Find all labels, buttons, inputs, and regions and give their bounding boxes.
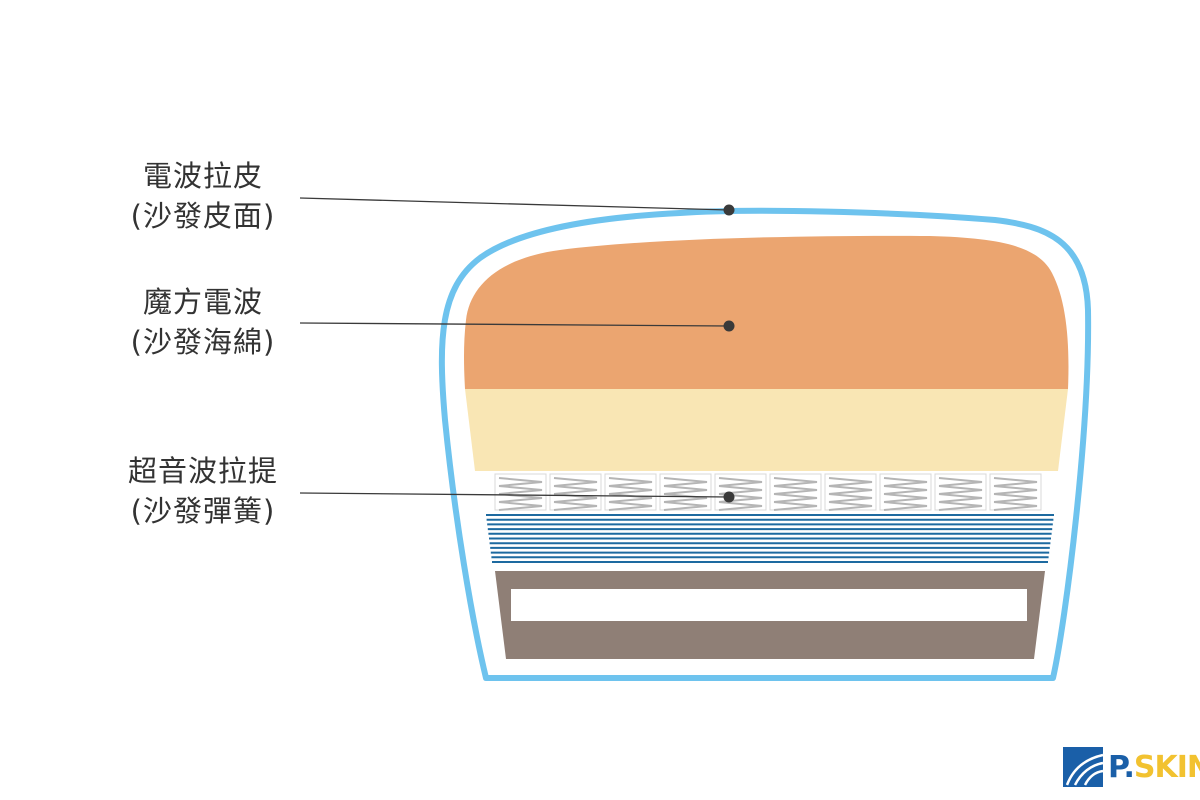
spring-zigzag — [883, 485, 928, 495]
label-foam-subtitle: (沙發海綿) — [130, 325, 276, 359]
spring-zigzag — [993, 477, 1038, 487]
spring-zigzag — [553, 477, 598, 487]
marker-dot-icon — [723, 204, 735, 216]
spring-cell — [989, 473, 1042, 511]
spring-zigzag — [828, 501, 873, 511]
spring-zigzag — [938, 501, 983, 511]
spring-zigzag — [663, 485, 708, 495]
spring-cell — [824, 473, 877, 511]
spring-zigzag — [773, 477, 818, 487]
leader-line-spring — [299, 492, 730, 498]
spring-zigzag — [993, 485, 1038, 495]
spring-zigzag — [883, 477, 928, 487]
spring-zigzag — [828, 477, 873, 487]
foam-top-layer — [464, 235, 1069, 389]
blue-lines-layer — [486, 514, 1054, 563]
spring-zigzag — [718, 485, 763, 495]
leader-line-foam — [299, 322, 730, 327]
logo-suffix: SKIN — [1133, 750, 1200, 785]
spring-cell — [659, 473, 712, 511]
spring-zigzag — [993, 493, 1038, 503]
spring-layer — [494, 473, 1042, 511]
label-spring-title: 超音波拉提 — [127, 454, 278, 488]
spring-zigzag — [498, 477, 543, 487]
spring-zigzag — [663, 493, 708, 503]
spring-zigzag — [498, 485, 543, 495]
spring-cell — [494, 473, 547, 511]
label-spring-subtitle: (沙發彈簧) — [130, 494, 276, 528]
marker-dot-icon — [723, 491, 735, 503]
spring-zigzag — [608, 477, 653, 487]
spring-zigzag — [553, 485, 598, 495]
spring-cell — [604, 473, 657, 511]
logo-prefix: P. — [1108, 750, 1135, 785]
spring-zigzag — [773, 501, 818, 511]
label-skin-title: 電波拉皮 — [142, 159, 263, 193]
spring-cell — [549, 473, 602, 511]
spring-zigzag — [663, 477, 708, 487]
spring-zigzag — [608, 493, 653, 503]
pskin-logo-mark-icon — [1063, 747, 1104, 787]
label-foam-title: 魔方電波 — [142, 285, 263, 319]
base-frame-opening — [511, 589, 1027, 621]
spring-zigzag — [498, 501, 543, 511]
spring-zigzag — [553, 501, 598, 511]
sofa-skin-outline — [438, 207, 1092, 681]
spring-zigzag — [938, 485, 983, 495]
spring-zigzag — [883, 501, 928, 511]
spring-cell — [879, 473, 932, 511]
spring-zigzag — [608, 501, 653, 511]
spring-zigzag — [718, 501, 763, 511]
spring-zigzag — [773, 493, 818, 503]
spring-cell — [769, 473, 822, 511]
spring-cell — [714, 473, 767, 511]
spring-zigzag — [608, 485, 653, 495]
label-spring-layer: 超音波拉提 (沙發彈簧) — [93, 451, 313, 531]
marker-dot-icon — [723, 320, 735, 332]
spring-zigzag — [663, 501, 708, 511]
pskin-logo-text: P.SKIN — [1108, 748, 1200, 788]
spring-zigzag — [883, 493, 928, 503]
foam-bottom-layer — [465, 389, 1068, 471]
leader-line-skin — [299, 197, 730, 211]
spring-zigzag — [828, 485, 873, 495]
spring-zigzag — [938, 493, 983, 503]
spring-zigzag — [993, 501, 1038, 511]
spring-zigzag — [718, 477, 763, 487]
spring-zigzag — [828, 493, 873, 503]
label-foam-layer: 魔方電波 (沙發海綿) — [93, 282, 313, 362]
spring-zigzag — [938, 477, 983, 487]
label-skin-subtitle: (沙發皮面) — [130, 199, 276, 233]
spring-cell — [934, 473, 987, 511]
label-skin-layer: 電波拉皮 (沙發皮面) — [93, 156, 313, 236]
spring-zigzag — [773, 485, 818, 495]
